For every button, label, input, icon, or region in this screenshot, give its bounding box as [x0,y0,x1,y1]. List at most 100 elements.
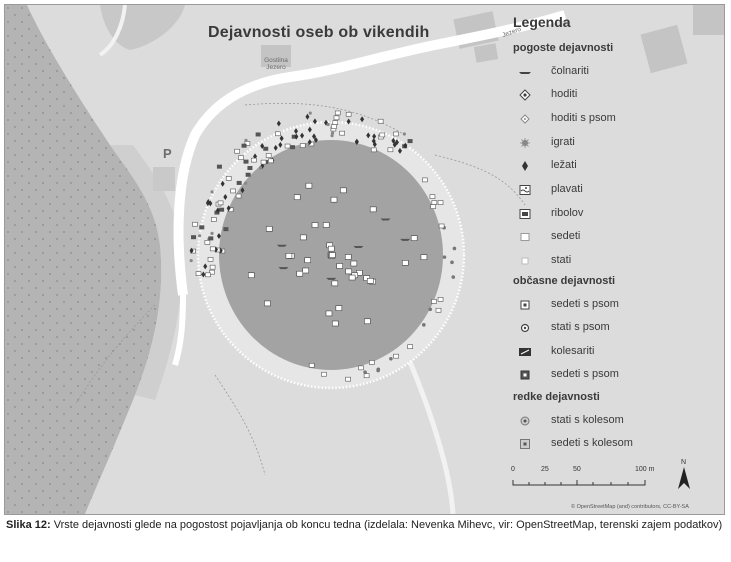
activity-marker [238,155,244,161]
activity-marker [326,277,337,280]
activity-marker [358,365,364,371]
activity-markers [189,110,457,382]
activity-marker [260,162,265,169]
activity-marker [420,254,428,260]
activity-marker [223,194,228,201]
activity-marker [241,143,247,148]
attribution: © OpenStreetMap (and) contributors, CC-B… [571,504,689,510]
activity-marker [380,218,391,221]
activity-marker [345,268,352,275]
legend-label: stati [551,254,572,266]
activity-marker [216,164,222,169]
activity-marker [370,147,377,153]
activity-marker [279,135,284,142]
activity-marker [201,271,206,278]
activity-marker [376,368,380,373]
activity-marker [403,142,408,149]
activity-marker [431,200,438,205]
activity-marker [197,234,202,238]
activity-marker [442,255,447,259]
north-arrow-icon [678,467,690,489]
activity-marker [278,141,283,148]
footpath [244,102,406,136]
building-inn [261,45,291,67]
activity-marker [372,133,377,140]
footpath [434,154,526,206]
activity-marker [205,200,210,207]
cycling-icon [519,348,531,356]
activity-marker [260,143,265,150]
building [473,43,499,63]
activity-marker [244,138,248,143]
activity-marker [305,182,313,189]
activity-marker [364,318,371,325]
activity-marker [369,360,375,365]
activity-marker [273,144,278,151]
activity-marker [275,131,281,137]
path-south [402,349,456,514]
building [153,167,175,191]
activity-marker [400,238,411,241]
activity-marker [410,235,418,241]
activity-marker [429,194,436,199]
legend-label: plavati [551,183,583,195]
activity-marker [265,153,272,158]
activity-marker [363,370,367,374]
sitting-with-bike-icon [520,439,530,449]
scale-tick-label: 25 [541,466,549,473]
activity-marker [191,235,197,240]
activity-marker [437,200,444,205]
activity-marker [302,267,309,274]
activity-marker [268,158,274,164]
legend-label: hoditi [551,88,578,100]
activity-marker [244,141,251,146]
swimming-icon [519,185,531,195]
activity-marker [401,260,409,266]
activity-marker [335,305,343,311]
activity-marker [203,263,208,270]
caption-text: Vrste dejavnosti glede na pogostost poja… [50,519,723,531]
activity-marker [344,254,352,260]
activity-marker [215,207,220,214]
activity-marker [208,236,214,241]
activity-marker [211,217,217,222]
activity-marker [322,222,330,228]
activity-marker [360,116,365,123]
figure-caption: Slika 12: Vrste dejavnosti glede na pogo… [6,518,724,532]
activity-marker [312,133,317,140]
activity-marker [300,234,307,241]
legend-label: igrati [551,136,575,148]
activity-marker [209,246,216,252]
activity-marker [451,275,456,279]
activity-marker [223,227,229,232]
scale-tick-label: 50 [573,466,581,473]
lake-shore-outline [196,120,466,390]
activity-marker [407,139,413,144]
activity-marker [244,181,248,185]
activity-marker [430,204,436,209]
activity-marker [219,207,225,212]
activity-marker [393,131,399,137]
scale-tick-label: 100 m [635,466,655,473]
activity-marker [189,258,193,263]
legend-group-frequent: pogoste dejavnosti [513,42,614,54]
legend-title: Legenda [513,14,571,30]
activity-marker [330,131,335,135]
legend-label: stati s kolesom [551,414,624,426]
activity-marker [402,132,406,136]
activity-marker [330,196,338,203]
activity-marker [251,157,257,163]
activity-marker [366,278,374,284]
activity-marker [345,376,351,382]
side-road [172,294,186,366]
legend-label: sedeti s psom [551,368,619,380]
activity-marker [311,222,319,228]
activity-marker [220,180,225,187]
activity-marker [387,147,394,153]
activity-marker [389,356,393,361]
scale-bar-graphic [512,480,646,486]
legend-label: stati s psom [551,321,610,333]
map-canvas [5,5,724,514]
activity-marker [437,296,444,302]
legend-label: hoditi s psom [551,112,616,124]
